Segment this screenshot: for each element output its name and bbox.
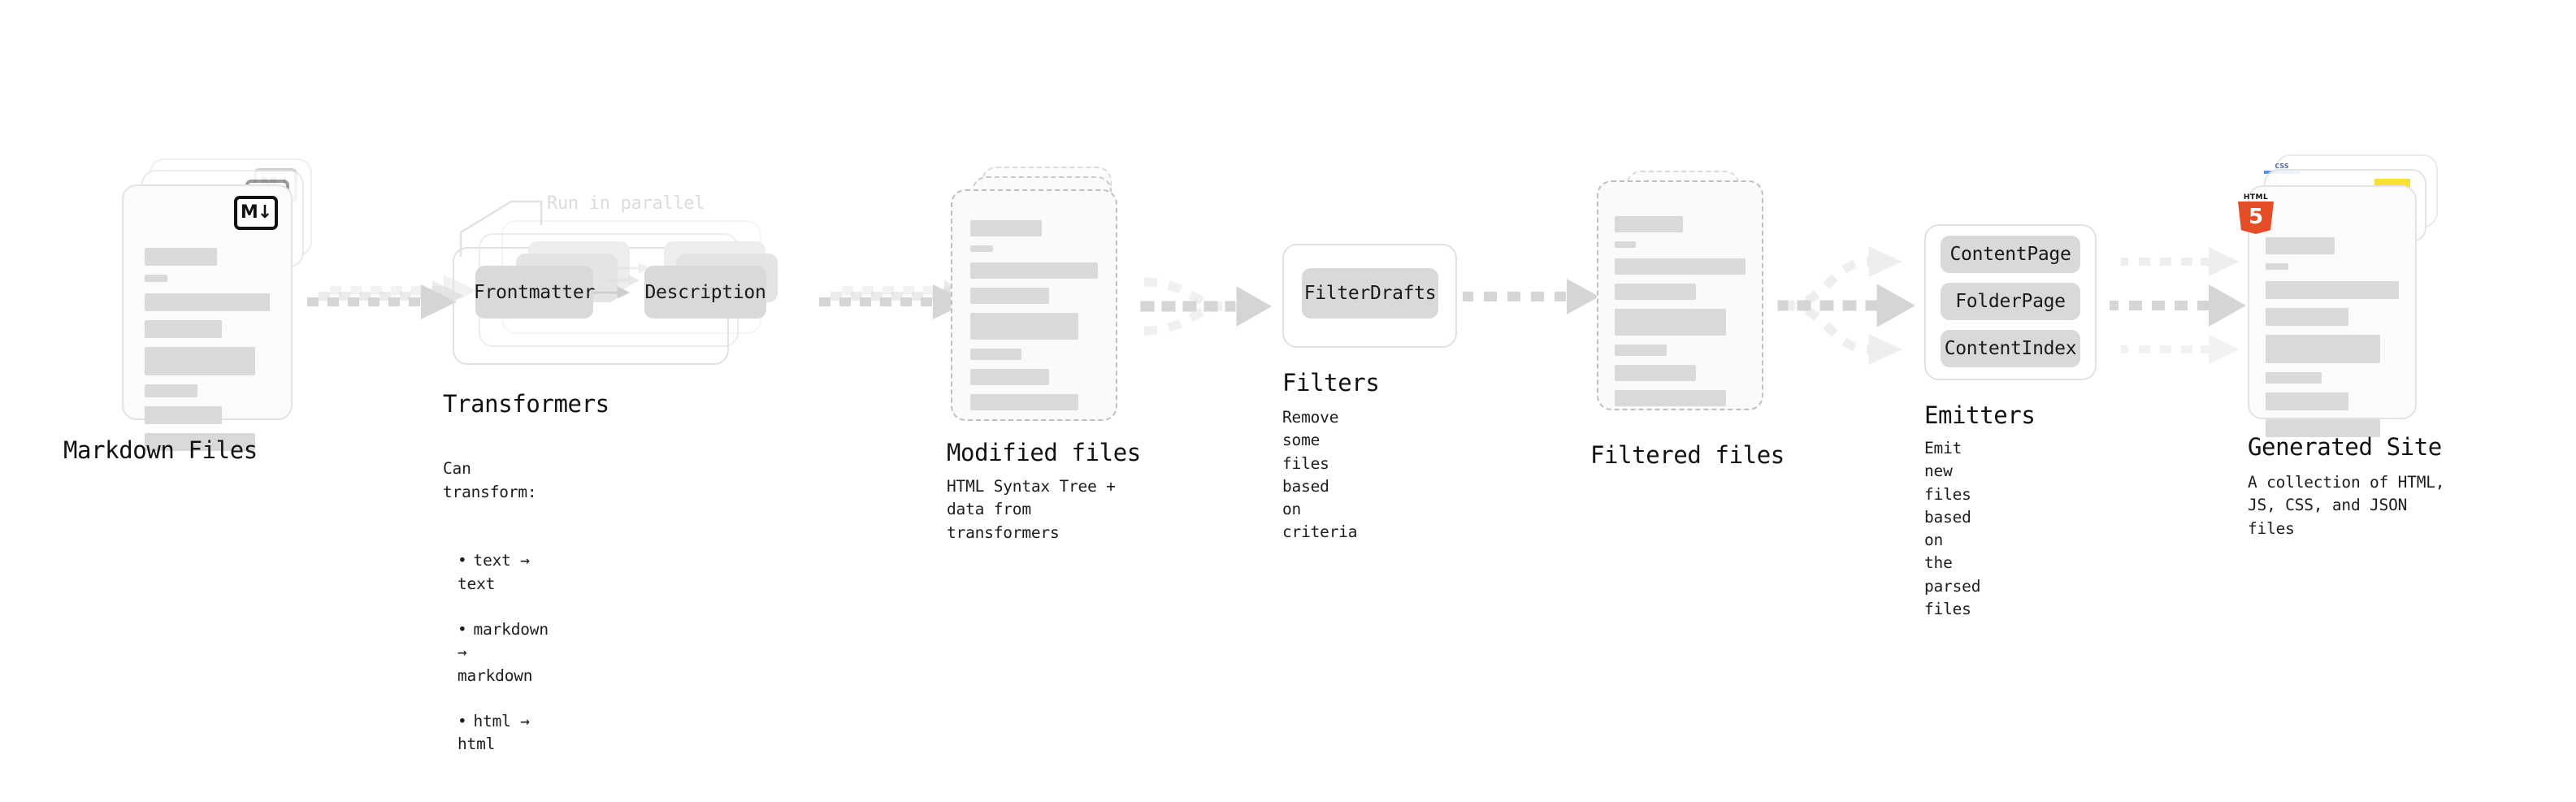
modified-card-front[interactable]	[951, 189, 1117, 421]
skeleton-bar	[970, 349, 1021, 360]
connector-emitters-to-site	[2110, 247, 2246, 364]
skeleton-bar	[145, 384, 197, 397]
skeleton-bar	[145, 248, 218, 266]
filtered-card-front[interactable]	[1597, 180, 1763, 410]
skeleton-bar	[1615, 258, 1746, 275]
parallel-bracket	[459, 200, 543, 257]
skeleton-bar	[970, 313, 1079, 340]
skeleton-content	[970, 220, 1098, 419]
diagram-canvas: M↓ M↓ M↓ Markdown Files	[0, 0, 2576, 681]
emitters-group[interactable]	[1924, 224, 2097, 380]
stage-filtered-files: Filtered files	[1590, 171, 1785, 469]
transformers-subtitle-block: Can transform: text → text markdown → ma…	[443, 435, 549, 802]
emitter-chip-folderpage[interactable]: FolderPage	[1941, 283, 2080, 320]
skeleton-bar	[1615, 365, 1696, 381]
emitter-chip-contentpage[interactable]: ContentPage	[1941, 236, 2080, 273]
transformers-subtitle: Can transform:	[443, 459, 537, 501]
modified-file-stack	[951, 167, 1138, 435]
stage-markdown-files: M↓ M↓ M↓ Markdown Files	[63, 158, 325, 464]
stage-title-modified-files: Modified files	[947, 439, 1141, 466]
skeleton-bar	[1615, 309, 1726, 336]
transformer-inner-arrows	[593, 262, 650, 299]
generated-site-stack: CSS HTML 5	[2238, 154, 2451, 437]
skeleton-bar	[970, 369, 1050, 385]
transformers-bullets: text → text markdown → markdown html → h…	[443, 527, 549, 779]
stage-title-transformers: Transformers	[443, 390, 609, 418]
markdown-file-stack: M↓ M↓ M↓	[122, 158, 325, 451]
parallel-label: Run in parallel	[547, 193, 705, 214]
transformer-chip-frontmatter[interactable]: Frontmatter	[474, 266, 595, 319]
site-card-front[interactable]: HTML 5	[2238, 185, 2417, 437]
stage-subtitle-emitters: Emit new files based on the parsed files	[1924, 439, 1981, 618]
stage-subtitle-generated-site: A collection of HTML, JS, CSS, and JSON …	[2248, 473, 2445, 538]
html5-icon-shield	[2238, 202, 2274, 234]
skeleton-bar	[145, 320, 223, 338]
transformer-chip-description[interactable]: Description	[644, 266, 766, 319]
skeleton-bar	[1615, 345, 1667, 356]
filtered-file-stack	[1597, 171, 1776, 431]
emitter-chip-contentindex[interactable]: ContentIndex	[1941, 330, 2080, 367]
stage-title-generated-site: Generated Site	[2248, 433, 2442, 461]
skeleton-bar	[2266, 335, 2381, 363]
skeleton-bar	[2266, 392, 2348, 410]
stage-title-filters: Filters	[1282, 369, 1380, 397]
filters-group[interactable]	[1282, 244, 1457, 348]
skeleton-content	[2266, 237, 2399, 446]
skeleton-bar	[1615, 241, 1636, 248]
markdown-icon: M↓	[234, 196, 278, 230]
skeleton-bar	[970, 262, 1098, 279]
skeleton-bar	[970, 288, 1050, 304]
html5-icon-caption: HTML	[2243, 193, 2269, 202]
css-icon-label: CSS	[2275, 163, 2289, 170]
skeleton-bar	[970, 245, 994, 252]
skeleton-bar	[2266, 237, 2335, 254]
html5-icon: HTML 5	[2238, 193, 2274, 234]
stage-title-markdown-files: Markdown Files	[63, 436, 258, 464]
filter-chip-filterdrafts[interactable]: FilterDrafts	[1302, 268, 1438, 319]
skeleton-bar	[145, 293, 270, 311]
skeleton-bar	[145, 275, 167, 282]
connector-filters-to-filtered	[1463, 279, 1599, 314]
markdown-card-front[interactable]: M↓	[122, 184, 293, 451]
skeleton-bar	[2266, 419, 2381, 437]
skeleton-bar	[970, 394, 1079, 410]
transformers-bullet: html → html	[458, 710, 549, 756]
stage-modified-files: Modified files HTML Syntax Tree + data f…	[947, 167, 1141, 542]
stage-title-filtered-files: Filtered files	[1590, 441, 1785, 469]
skeleton-bar	[2266, 308, 2348, 326]
stage-title-emitters: Emitters	[1924, 401, 2036, 429]
skeleton-bar	[145, 347, 255, 375]
connector-md-to-transformers	[307, 275, 476, 319]
skeleton-content	[145, 248, 270, 460]
connector-filtered-to-emitters	[1777, 246, 1916, 365]
skeleton-bar	[2266, 263, 2288, 270]
skeleton-bar	[1615, 216, 1683, 232]
skeleton-bar	[2266, 372, 2322, 384]
transformers-bullet: markdown → markdown	[458, 618, 549, 687]
connector-modified-to-filters	[1140, 277, 1273, 336]
skeleton-bar	[970, 220, 1042, 236]
skeleton-content	[1615, 216, 1746, 415]
skeleton-bar	[145, 433, 255, 451]
skeleton-bar	[145, 406, 223, 424]
html5-icon-digit: 5	[2248, 205, 2264, 229]
stage-subtitle-modified-files: HTML Syntax Tree + data from transformer…	[947, 477, 1116, 542]
skeleton-bar	[1615, 284, 1696, 300]
transformers-bullet: text → text	[458, 549, 549, 596]
stage-subtitle-filters: Remove some files based on criteria	[1282, 408, 1358, 542]
stage-generated-site: CSS HTML 5	[2238, 154, 2451, 538]
skeleton-bar	[2266, 281, 2399, 299]
skeleton-bar	[1615, 390, 1726, 406]
